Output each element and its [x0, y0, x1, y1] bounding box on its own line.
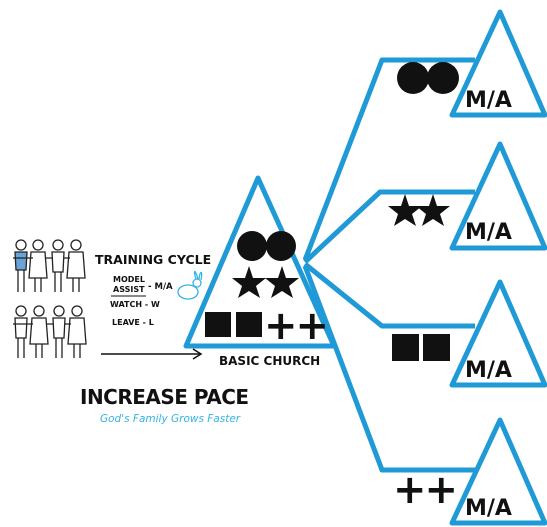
- training-ma: - M/A: [148, 282, 173, 292]
- person: [67, 305, 87, 358]
- branch-2: M/A: [388, 141, 547, 251]
- branch-2-label: M/A: [465, 220, 512, 245]
- training-cycle-title: TRAINING CYCLE: [95, 252, 211, 267]
- person: [14, 239, 28, 292]
- pace-arrow: [101, 348, 203, 360]
- main-triangle: [183, 175, 337, 349]
- connector-4: [302, 265, 475, 473]
- branch-triangle-1: [449, 9, 547, 118]
- connector-3: [303, 262, 475, 329]
- branch-4-plus: ++: [393, 467, 456, 513]
- person: [52, 305, 66, 358]
- main-stars: [232, 266, 299, 298]
- rabbit-icon: [177, 270, 203, 300]
- branch-triangle-2: [449, 141, 547, 251]
- people-illustration: [13, 239, 87, 358]
- branch-2-star: [416, 194, 450, 226]
- main-plus: ++: [264, 303, 327, 349]
- branch-triangle-4: [449, 417, 547, 526]
- branch-1-label: M/A: [465, 88, 512, 113]
- person: [66, 239, 86, 292]
- branch-1-circle: [397, 62, 429, 94]
- person: [28, 239, 48, 292]
- training-assist: ASSIST: [113, 285, 145, 294]
- branch-triangle-3: [449, 279, 547, 388]
- branch-2-star: [388, 194, 422, 226]
- connector-2: [303, 189, 475, 264]
- branch-1: M/A: [397, 9, 547, 118]
- branch-3: M/A: [392, 279, 547, 388]
- connector-1: [302, 57, 475, 261]
- increase-pace-title: INCREASE PACE: [80, 385, 249, 409]
- basic-church-label: BASIC CHURCH: [219, 354, 320, 368]
- training-leave: LEAVE - L: [112, 318, 154, 327]
- branch-connectors: [302, 57, 475, 473]
- main-circles: [237, 231, 296, 261]
- branch-3-square: [392, 334, 419, 361]
- branch-3-label: M/A: [465, 358, 512, 383]
- branch-4: ++ M/A: [393, 417, 547, 526]
- training-watch: WATCH - W: [110, 300, 160, 309]
- branch-1-circle: [427, 62, 459, 94]
- main-squares: [205, 312, 262, 337]
- person: [14, 305, 28, 358]
- branch-3-square: [423, 334, 450, 361]
- person: [51, 239, 65, 292]
- person: [29, 305, 49, 358]
- training-model: MODEL: [113, 275, 145, 284]
- branch-4-label: M/A: [465, 496, 512, 521]
- increase-pace-subtitle: God's Family Grows Faster: [100, 413, 241, 425]
